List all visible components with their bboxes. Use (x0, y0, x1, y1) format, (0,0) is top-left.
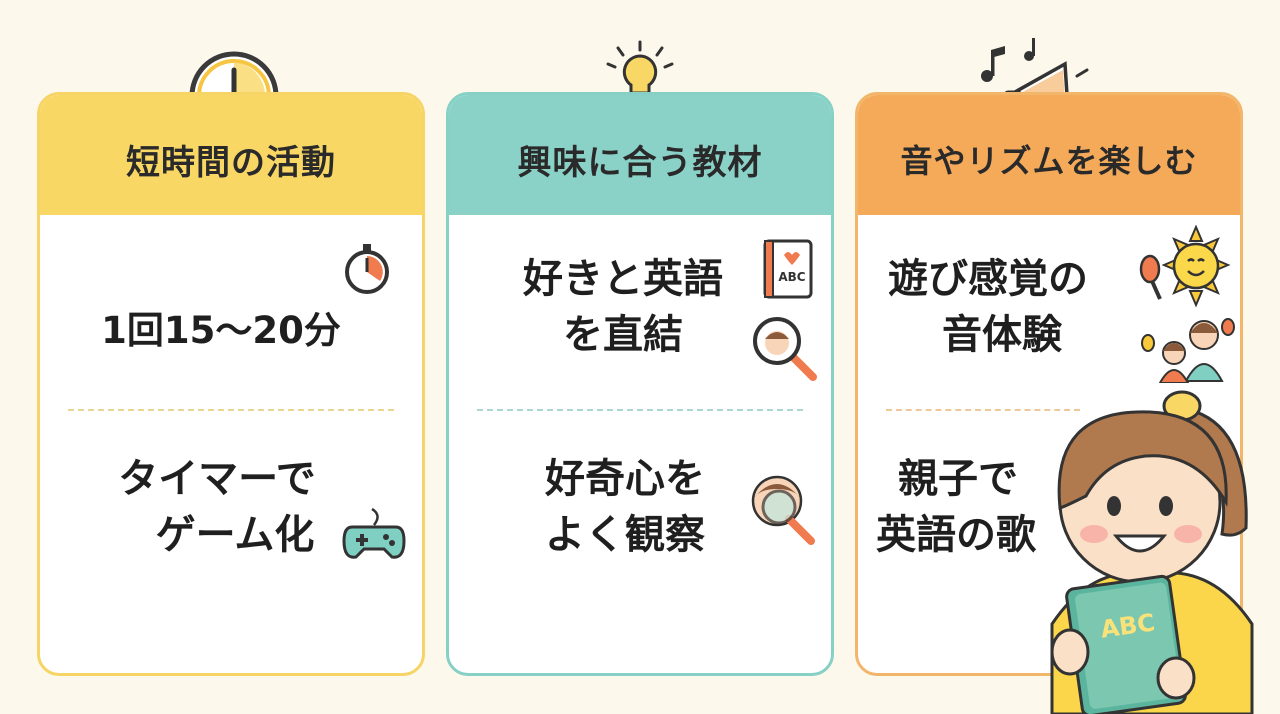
gamepad-icon (342, 507, 406, 559)
item-line: 好奇心を (545, 456, 705, 502)
book-label: ABC (778, 270, 805, 284)
item-line: 1回15〜20分 (101, 309, 341, 352)
card-item: 親子で 英語の歌 (876, 451, 1036, 563)
card-title: 興味に合う教材 (449, 95, 831, 215)
card-title: 音やリズムを楽しむ (858, 95, 1240, 215)
parent-child-icon (1141, 318, 1235, 383)
item-line: 好きと英語 (523, 256, 723, 302)
card-music-rhythm: 音やリズムを楽しむ 遊び感覚の 音体験 親子で 英語の歌 (855, 92, 1243, 676)
divider (477, 409, 803, 411)
card-item: 好奇心を よく観察 (545, 451, 705, 563)
item-line: タイマーで (118, 456, 316, 502)
item-line: を直結 (563, 312, 683, 358)
card-item: 好きと英語 を直結 (523, 251, 723, 363)
item-line: よく観察 (545, 512, 705, 558)
card-interest-materials: 興味に合う教材 好きと英語 を直結 好奇心を よく観察 ABC (446, 92, 834, 676)
item-line: 音体験 (942, 312, 1062, 358)
girl-with-book-illustration: ABC (1050, 390, 1254, 714)
card-short-activity: 短時間の活動 1回15〜20分 タイマーで ゲーム化 (37, 92, 425, 676)
abc-book-icon: ABC (763, 239, 813, 299)
magnifier-face-icon (753, 317, 817, 381)
item-line: 遊び感覚の (888, 256, 1088, 302)
child-magnifier-icon (751, 475, 815, 545)
divider (68, 409, 394, 411)
card-title: 短時間の活動 (40, 95, 422, 215)
item-line: 親子で (898, 456, 1018, 502)
item-line: ゲーム化 (155, 512, 315, 558)
divider (886, 409, 1080, 411)
stopwatch-icon (345, 244, 389, 294)
item-line: 英語の歌 (876, 512, 1036, 558)
card-item: タイマーで ゲーム化 (40, 451, 408, 563)
card-item: 遊び感覚の 音体験 (888, 251, 1088, 363)
sun-icon (1139, 225, 1231, 308)
card-item: 1回15〜20分 (40, 303, 412, 359)
